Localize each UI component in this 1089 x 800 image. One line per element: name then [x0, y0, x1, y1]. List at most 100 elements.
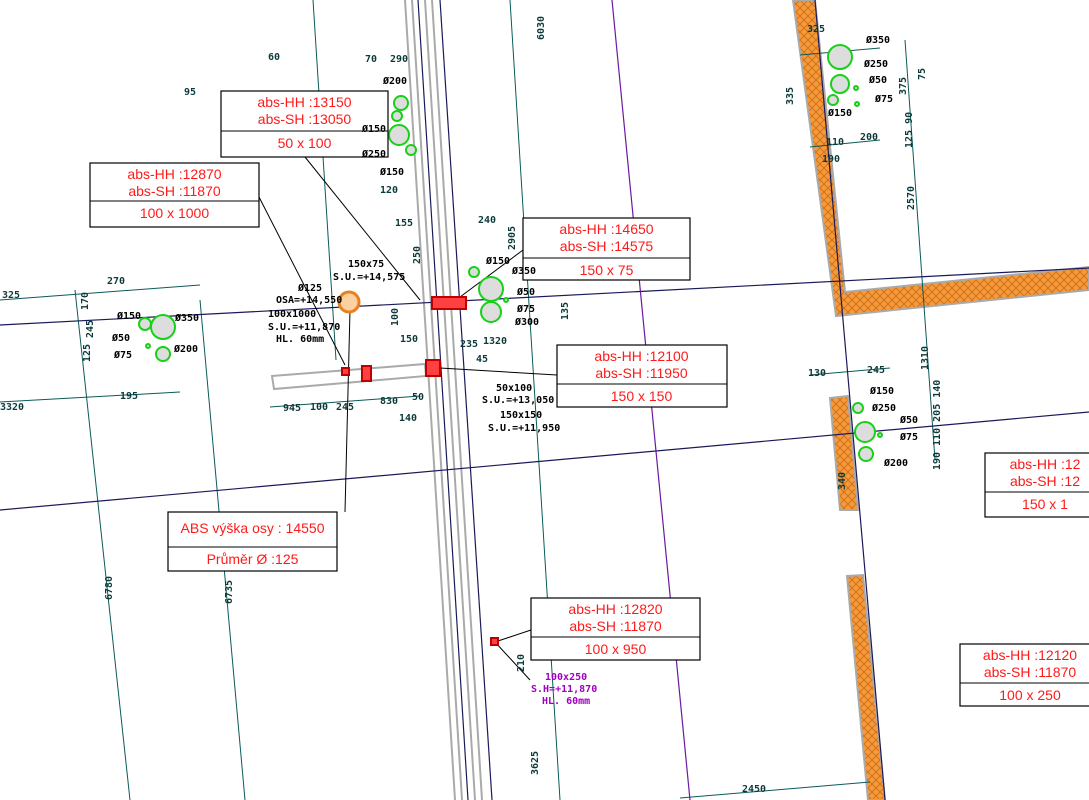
pipe-penetrations	[138, 44, 883, 462]
opening-annotation: S.U.=+13,050	[482, 395, 554, 406]
dimension-label: 140	[399, 413, 417, 424]
opening-annotation: S.U.=+11,870	[268, 322, 340, 333]
pipe-diameter-label: Ø250	[361, 148, 386, 160]
opening-annotation: S.U.=+11,950	[488, 423, 560, 434]
dimension-label: 195	[120, 391, 138, 402]
pipe-diameter-label: Ø150	[361, 123, 386, 135]
pipe-diameter-label: Ø350	[511, 265, 536, 277]
dimension-label: 3625	[530, 751, 541, 775]
opening-annotation: HL. 60mm	[276, 334, 324, 345]
pipe-diameter-label: Ø150	[869, 385, 894, 397]
dimension-label: 95	[184, 87, 196, 98]
dimension-label: 3320	[0, 402, 24, 413]
dimension-label: 6780	[104, 576, 115, 600]
openings	[341, 296, 499, 646]
opening-annotation: OSA=+14,550	[276, 295, 342, 306]
label-sh: abs-SH :11950	[595, 365, 688, 381]
pipe-diameter-label: Ø50	[111, 332, 130, 344]
label-box-frame	[556, 344, 728, 408]
dimension-label: 2570	[906, 186, 917, 210]
label-box-frame	[89, 162, 260, 228]
dimension-label: 6735	[224, 580, 235, 604]
dimension-label: 190	[822, 154, 840, 165]
dimension-label: 2450	[742, 784, 766, 795]
dimension-label: 45	[476, 354, 488, 365]
dimension-label: 100	[390, 308, 401, 326]
dimension-label: 2905	[507, 226, 518, 250]
label-box-frame	[167, 511, 338, 572]
opening-annotation: 100x1000	[268, 309, 316, 320]
round-opening-d125	[337, 290, 361, 314]
dimension-label: 270	[107, 276, 125, 287]
dimension-label: 60	[268, 52, 280, 63]
dimension-label: 155	[395, 218, 413, 229]
label-hh: abs-HH :12100	[594, 348, 688, 364]
pipe-diameter-label: Ø350	[865, 34, 890, 46]
dimension-label: 110	[826, 137, 844, 148]
label-size: 100 x 250	[999, 687, 1061, 703]
pipe-diameter-label: Ø75	[899, 431, 918, 443]
label-box-frame	[522, 217, 691, 281]
label-hh: abs-HH :12870	[127, 166, 221, 182]
pipe-diameter-label: Ø150	[379, 166, 404, 178]
dimension-label: 6030	[536, 16, 547, 40]
dimension-label: 340	[837, 472, 848, 490]
label-hh: abs-HH :12120	[983, 647, 1077, 663]
dimension-label: 250	[412, 246, 423, 264]
pipe-diameter-label: Ø150	[827, 107, 852, 119]
label-hh: abs-HH :14650	[559, 221, 653, 237]
label-size: 150 x 150	[611, 388, 673, 404]
pipe-diameter-label: Ø50	[868, 74, 887, 86]
dimension-label: 130	[808, 368, 826, 379]
pipe-diameter-label: Ø150	[116, 310, 141, 322]
pipe-diameter-label: Ø200	[883, 457, 908, 469]
dimension-label: 1310	[920, 346, 931, 370]
label-box-frame	[530, 597, 701, 661]
pipe-diameter-label: Ø300	[514, 316, 539, 328]
label-sh: abs-SH :13050	[258, 111, 352, 127]
dimension-label: 190 110 205 140	[932, 380, 943, 470]
leader-lines	[258, 156, 558, 681]
label-size: 100 x 1000	[140, 205, 209, 221]
wall	[791, 0, 1089, 800]
pipe-diameter-label: Ø75	[874, 93, 893, 105]
dimension-label: 210	[516, 654, 527, 672]
pipe-diameter-label: Ø50	[899, 414, 918, 426]
pipe-diameter-label: Ø75	[113, 349, 132, 361]
dimension-label: 170	[80, 292, 91, 310]
opening-annotation: 50x100	[496, 383, 532, 394]
pipe-diameter-label: Ø250	[871, 402, 896, 414]
label-sh: abs-SH :11870	[569, 618, 662, 634]
pipe-diameter-label: Ø350	[174, 312, 199, 324]
label-box-frame	[220, 90, 389, 158]
label-box-frame	[984, 452, 1089, 518]
dimension-label: 150	[400, 334, 418, 345]
label-sh: Průměr Ø :125	[207, 551, 299, 567]
label-size: 100 x 950	[585, 641, 647, 657]
magenta-annotation: 100x250	[545, 672, 587, 683]
dimension-label: 235	[460, 339, 478, 350]
opening-annotation: Ø125	[297, 282, 322, 294]
dimension-label: 240	[478, 215, 496, 226]
pipe-diameter-label: Ø200	[173, 343, 198, 355]
dimension-label: 100	[310, 402, 328, 413]
label-hh: abs-HH :12	[1010, 456, 1081, 472]
dimension-label: 70	[365, 54, 377, 65]
dimension-label: 1320	[483, 336, 507, 347]
pipe-diameter-label: Ø200	[382, 75, 407, 87]
dimension-label: 200	[860, 132, 878, 143]
pipe-diameter-label: Ø50	[516, 286, 535, 298]
dimension-label: 245	[867, 365, 885, 376]
